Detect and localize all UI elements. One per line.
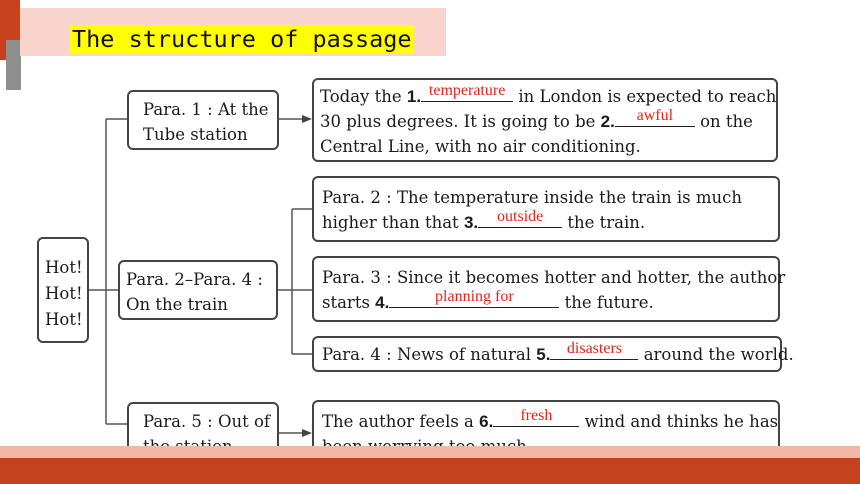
answer-blank: outside [478, 208, 563, 228]
section-label: Para. 5 : Out of [143, 412, 271, 431]
detail-line: 30 plus degrees. It is going to be 2.awf… [320, 107, 753, 132]
detail-line: higher than that 3.outside the train. [322, 208, 646, 233]
root-line: Hot! [45, 284, 83, 303]
answer-blank: awful [614, 107, 695, 127]
answer-text: outside [497, 208, 544, 225]
section-box-on-train: Para. 2–Para. 4 : On the train [118, 260, 278, 320]
answer-text: planning for [435, 288, 514, 305]
detail-box-para2: Para. 2 : The temperature inside the tra… [312, 176, 780, 242]
answer-blank: fresh [493, 407, 580, 427]
section-label: Para. 2–Para. 4 : [126, 270, 263, 289]
detail-line: Para. 3 : Since it becomes hotter and ho… [322, 268, 786, 287]
page-title: The structure of passage [70, 25, 414, 53]
root-line: Hot! [45, 310, 83, 329]
detail-box-para4: Para. 4 : News of natural 5.disasters ar… [312, 336, 794, 372]
root-box: Hot! Hot! Hot! [37, 237, 89, 343]
footer-stripe-light [0, 446, 860, 458]
blank-number: 5. [536, 345, 551, 364]
detail-box-para1: Today the 1.temperature in London is exp… [312, 78, 778, 162]
detail-line: Today the 1.temperature in London is exp… [320, 82, 777, 107]
answer-text: awful [636, 107, 674, 124]
detail-line: Central Line, with no air conditioning. [320, 137, 641, 156]
answer-blank: temperature [421, 82, 514, 102]
blank-number: 1. [406, 87, 422, 106]
section-box-tube-station: Para. 1 : At the Tube station [127, 90, 279, 150]
footer-stripe-accent [0, 458, 860, 484]
answer-text: temperature [428, 82, 506, 99]
detail-box-para3: Para. 3 : Since it becomes hotter and ho… [312, 256, 786, 322]
gray-marker [6, 40, 21, 90]
answer-blank: planning for [389, 288, 560, 308]
answer-blank: disasters [550, 340, 639, 360]
answer-text: fresh [520, 407, 553, 424]
blank-number: 3. [463, 213, 479, 232]
section-label: Para. 1 : At the [143, 100, 269, 119]
section-label: Tube station [143, 125, 248, 144]
detail-line: Para. 4 : News of natural 5.disasters ar… [322, 340, 794, 365]
detail-line: starts 4.planning for the future. [322, 288, 654, 313]
answer-text: disasters [566, 340, 622, 357]
blank-number: 6. [479, 412, 494, 431]
root-line: Hot! [45, 258, 83, 277]
section-label: On the train [126, 295, 228, 314]
blank-number: 4. [375, 293, 390, 312]
detail-line: Para. 2 : The temperature inside the tra… [322, 188, 742, 207]
detail-line: The author feels a 6.fresh wind and thin… [322, 407, 779, 432]
blank-number: 2. [600, 112, 615, 131]
